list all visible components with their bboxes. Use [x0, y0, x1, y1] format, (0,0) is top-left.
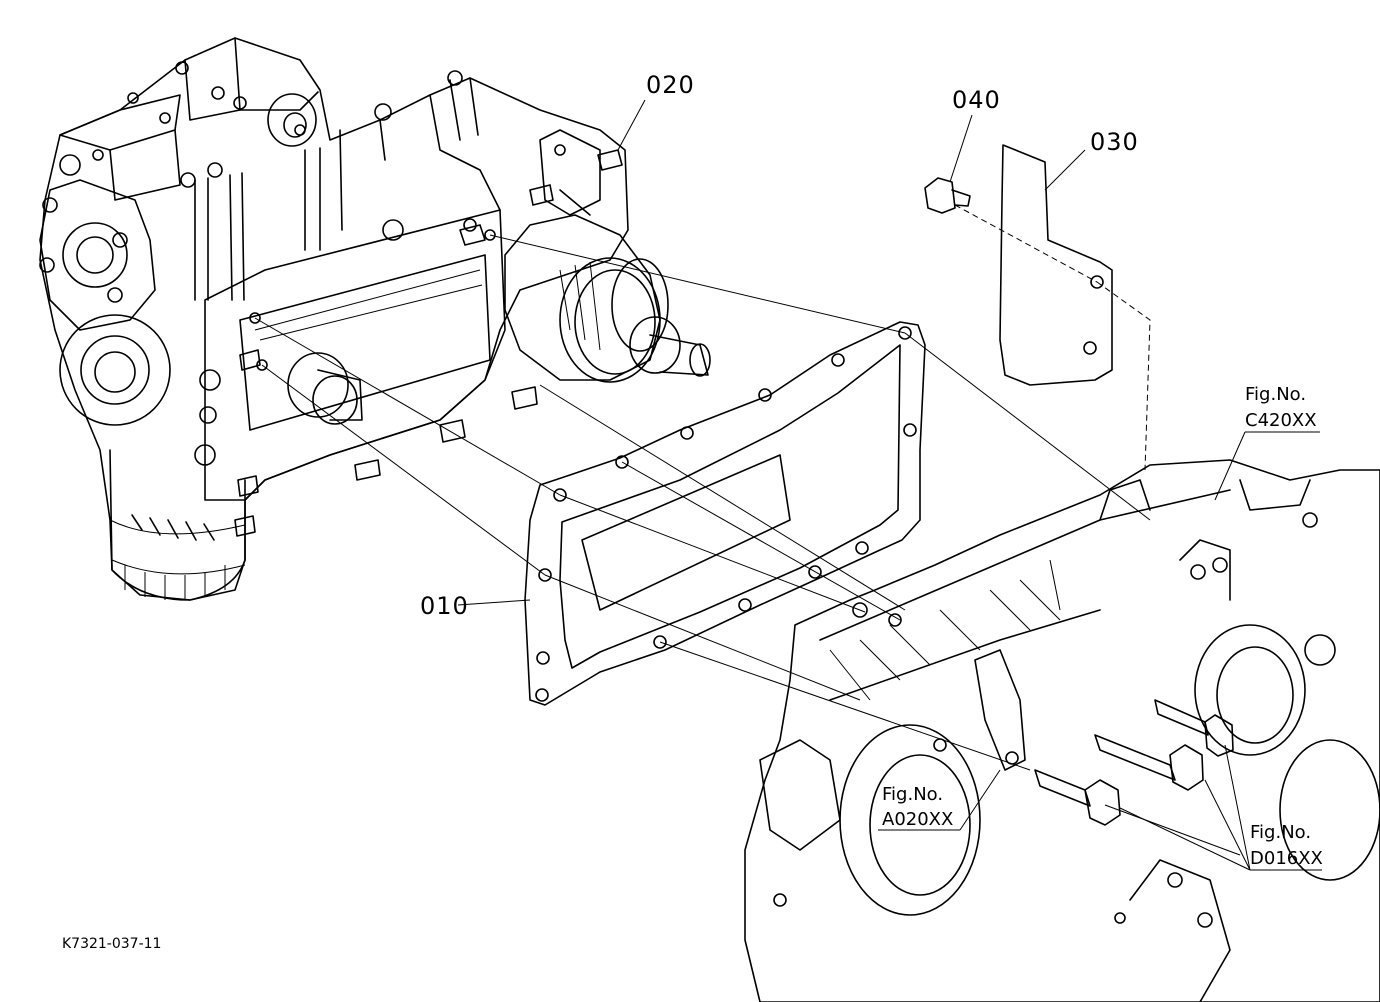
- leader-lines: [457, 99, 1322, 871]
- drawing-code: K7321-037-11: [62, 936, 161, 952]
- mounting-bolts: [1034, 699, 1234, 826]
- figure-references: Fig.No. C420XX Fig.No. A020XX Fig.No. D0…: [882, 384, 1323, 869]
- part-labels: 010 020 030 040: [420, 71, 1139, 620]
- part-label-020: 020: [646, 71, 695, 99]
- part-label-040: 040: [952, 86, 1001, 114]
- hydraulic-valve-assembly: [39, 37, 711, 601]
- fig-ref-c420-line2: C420XX: [1245, 410, 1317, 431]
- fig-ref-d016-line2: D016XX: [1250, 848, 1323, 869]
- transmission-case: [744, 459, 1380, 1002]
- fig-ref-a020-line1: Fig.No.: [882, 784, 943, 805]
- fig-ref-d016-line1: Fig.No.: [1250, 822, 1311, 843]
- bolt-040: [924, 177, 971, 214]
- cover-plate-030: [999, 144, 1113, 386]
- fig-ref-a020-line2: A020XX: [882, 809, 953, 830]
- gasket-010: [524, 321, 926, 706]
- fig-ref-c420-line1: Fig.No.: [1245, 384, 1306, 405]
- part-label-030: 030: [1090, 128, 1139, 156]
- part-label-010: 010: [420, 592, 469, 620]
- assembly-guide-lines: [254, 204, 1241, 856]
